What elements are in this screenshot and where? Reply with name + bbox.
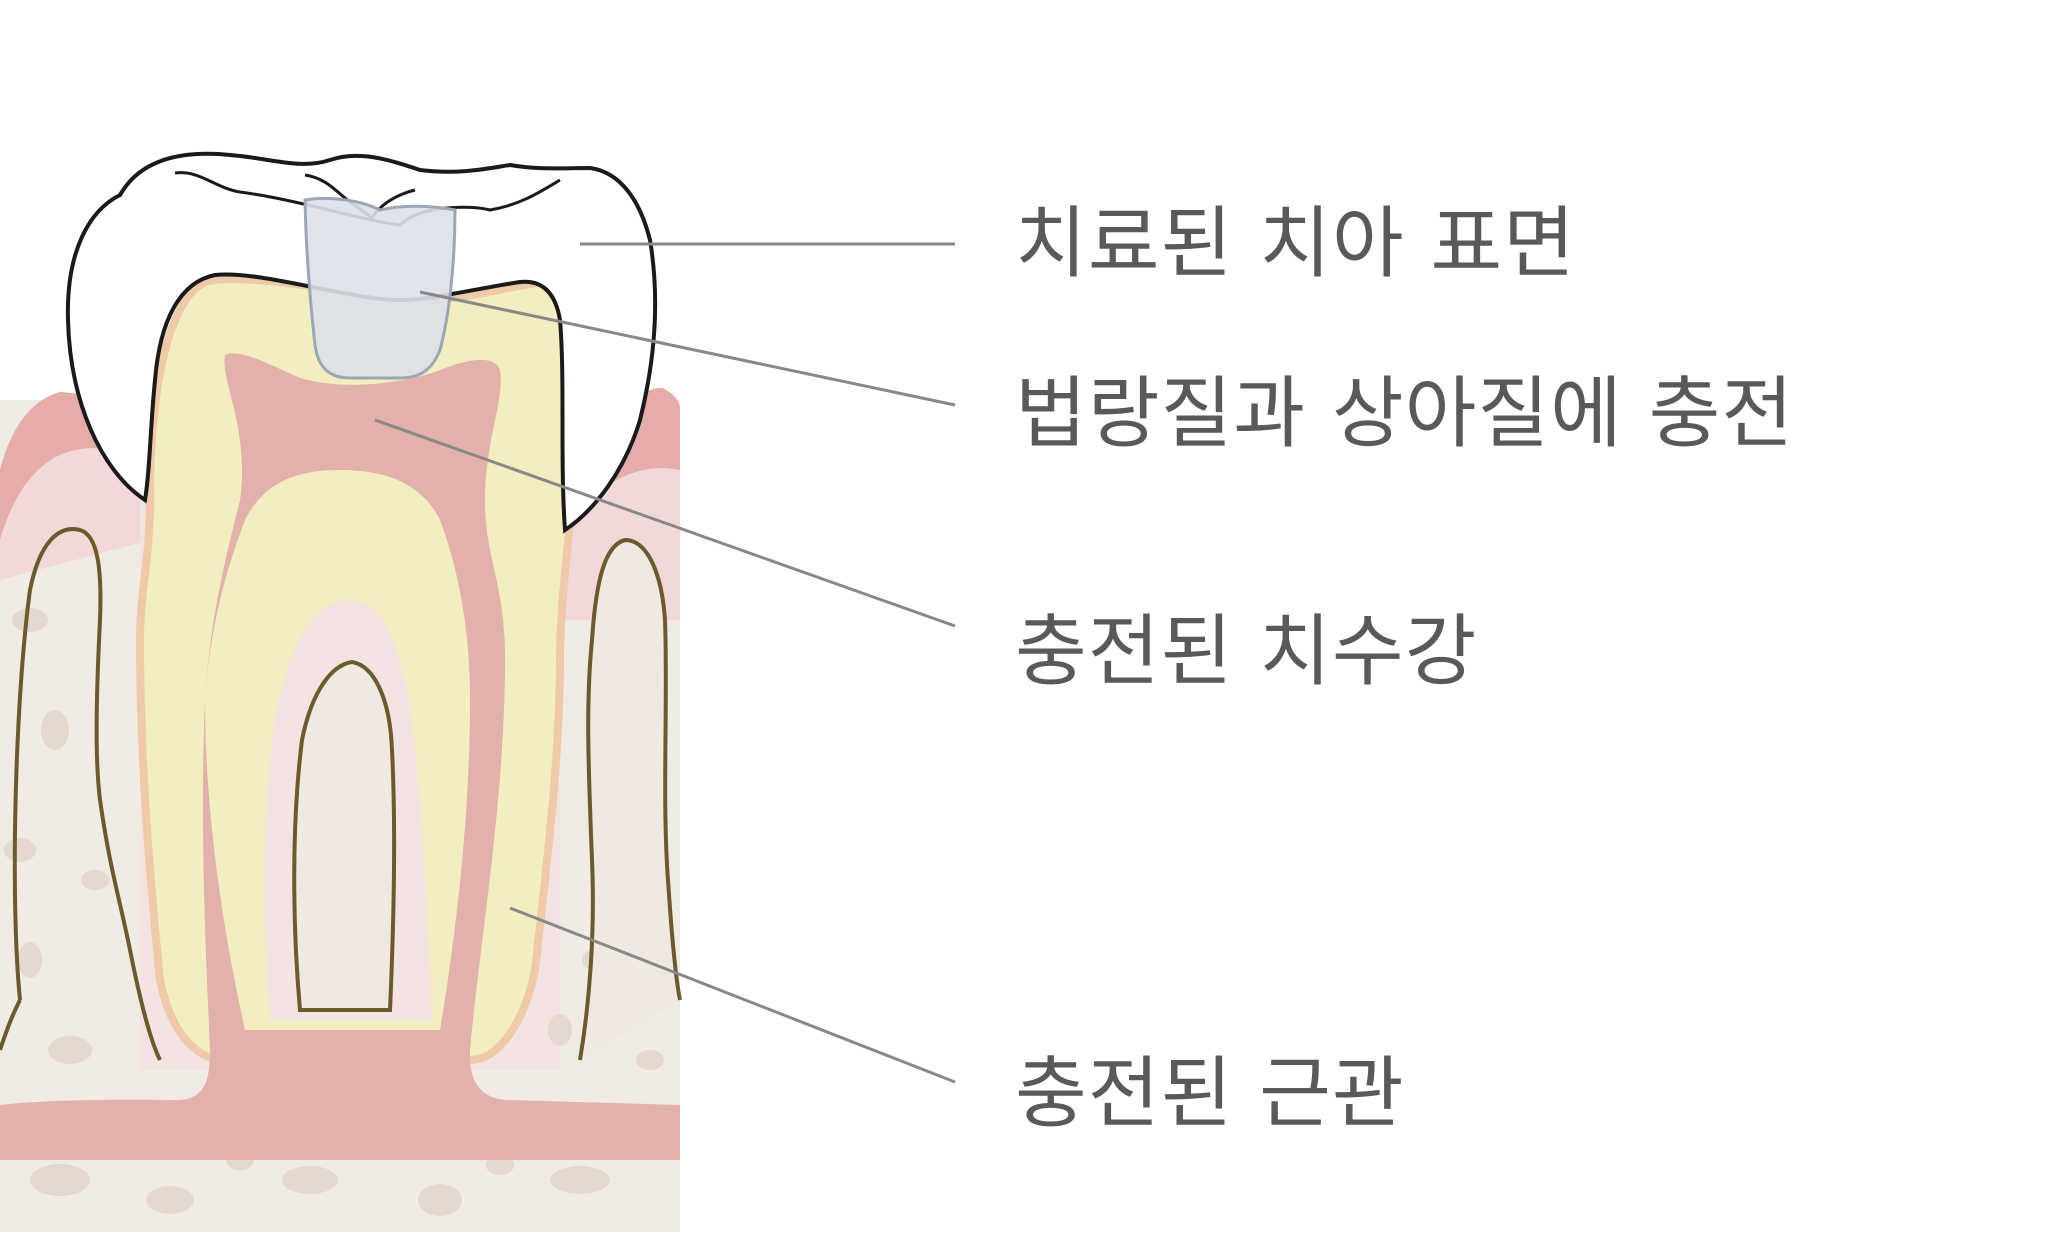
label-filled-pulp-chamber: 충전된 치수강 — [1015, 607, 1478, 697]
leader-line-pulp-chamber — [374, 418, 956, 628]
neighbor-root-right — [578, 537, 682, 1061]
leader-line-root-canal — [509, 906, 956, 1084]
label-filled-root-canal: 충전된 근관 — [1015, 1049, 1405, 1139]
label-enamel-dentin-filling: 법랑질과 상아질에 충전 — [1015, 369, 1795, 459]
leader-line-filling — [419, 290, 956, 407]
neighbor-root-left — [0, 527, 162, 1061]
pulp-filled — [0, 353, 680, 1160]
filling-material — [303, 196, 457, 380]
label-treated-surface: 치료된 치아 표면 — [1015, 199, 1576, 289]
leader-lines — [374, 242, 956, 1084]
